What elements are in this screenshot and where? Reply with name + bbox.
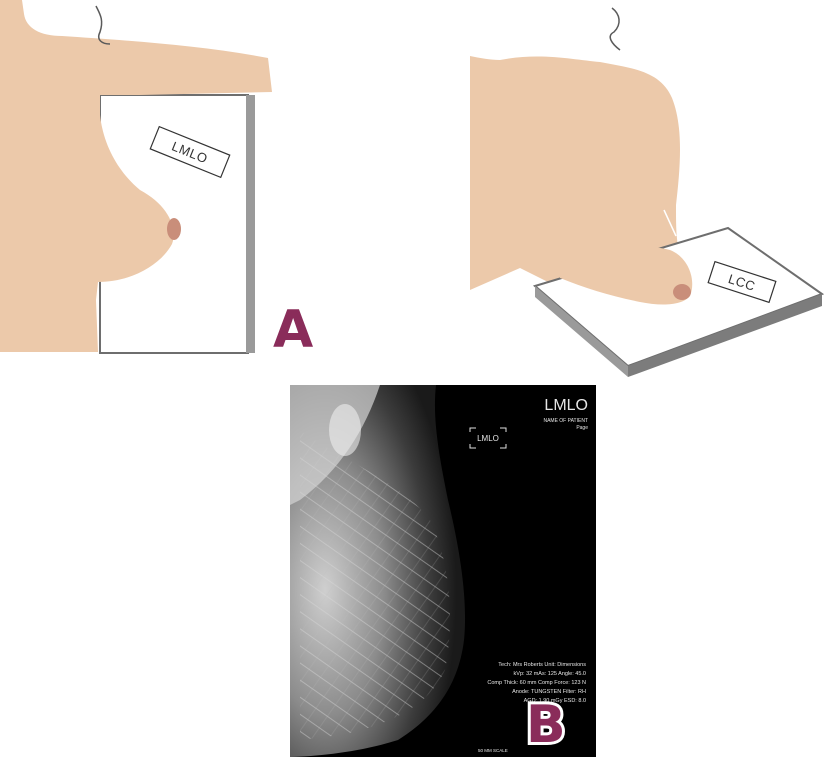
mammogram-scale-label: 50 MM SCALE — [478, 748, 508, 753]
mammogram-lmlo-box-label: LMLO — [477, 434, 499, 443]
mammogram-header-line-1: NAME OF PATIENT — [543, 418, 588, 424]
mammogram-footer-line-1: Tech: Mrs Roberts Unit: Dimensions — [498, 662, 586, 668]
mammogram-header-line-2: Page — [576, 425, 588, 431]
cc-nipple — [673, 284, 691, 300]
mammogram-view-marker: LMLO — [544, 397, 588, 414]
mlo-detector-plate-edge — [246, 95, 255, 353]
mammogram-footer-line-3: Comp Thick: 60 mm Comp Force: 123 N — [487, 680, 586, 686]
mlo-positioning-illustration: LMLO — [0, 0, 272, 353]
mammogram-dense-spot — [329, 404, 361, 456]
panel-letter-b: B — [526, 695, 566, 755]
mlo-nipple — [167, 218, 181, 240]
cc-chin-outline — [610, 8, 620, 50]
mlo-chin-outline — [96, 6, 110, 44]
cc-positioning-illustration: LCC — [470, 8, 822, 377]
panel-letter-a: A — [273, 300, 313, 360]
mammogram-footer-line-2: kVp: 32 mAs: 125 Angle: 45.0 — [514, 671, 586, 677]
